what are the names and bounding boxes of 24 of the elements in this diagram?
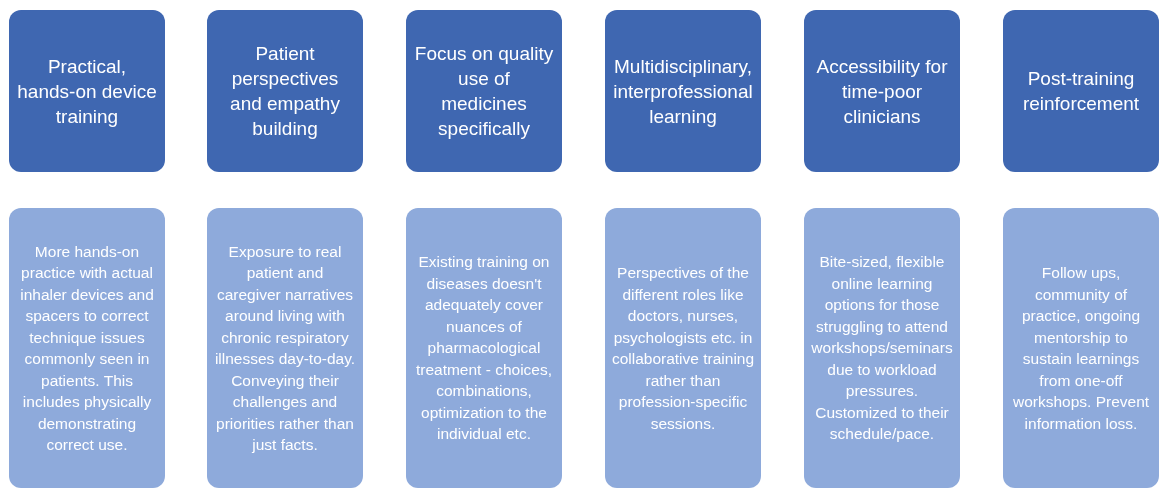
description-text: Perspectives of the different roles like doctors, nurses, psychologists etc. in collaborative training rather than profession-specific sessions. <box>611 263 755 434</box>
category-title: Patient perspectives and empathy building <box>229 42 341 141</box>
category-box <box>804 10 960 172</box>
description-box <box>406 208 562 488</box>
category-box <box>1003 10 1159 172</box>
description-box <box>207 208 363 488</box>
description-box <box>1003 208 1159 488</box>
description-text: Exposure to real patient and caregiver narratives around living with chronic respiratory illnesses day-to-day. Conveying their challenges and priorities rather than just facts. <box>213 241 357 455</box>
category-title: Practical, hands-on device training <box>17 54 157 129</box>
category-box <box>605 10 761 172</box>
description-box <box>804 208 960 488</box>
category-title: Multidisciplinary, interprofessional learning <box>613 54 753 129</box>
category-title: Accessibility for time-poor clinicians <box>815 54 949 129</box>
category-box <box>9 10 165 172</box>
description-box <box>605 208 761 488</box>
description-text: Bite-sized, flexible online learning options for those struggling to attend workshops/seminars due to workload pressures. Customized to their schedule/pace. <box>810 252 954 445</box>
description-box <box>9 208 165 488</box>
description-text: Follow ups, community of practice, ongoing mentorship to sustain learnings from one-off workshops. Prevent information loss. <box>1011 263 1151 434</box>
category-title: Focus on quality use of medicines specifically <box>414 42 554 141</box>
category-box <box>207 10 363 172</box>
category-title: Post-training reinforcement <box>1021 67 1141 116</box>
description-text: More hands-on practice with actual inhaler devices and spacers to correct technique issues commonly seen in patients. This includes physically demonstrating correct use. <box>19 241 155 455</box>
description-text: Existing training on diseases doesn't adequately cover nuances of pharmacological treatment - choices, combinations, optimization to the individual etc. <box>414 252 554 445</box>
category-box <box>406 10 562 172</box>
